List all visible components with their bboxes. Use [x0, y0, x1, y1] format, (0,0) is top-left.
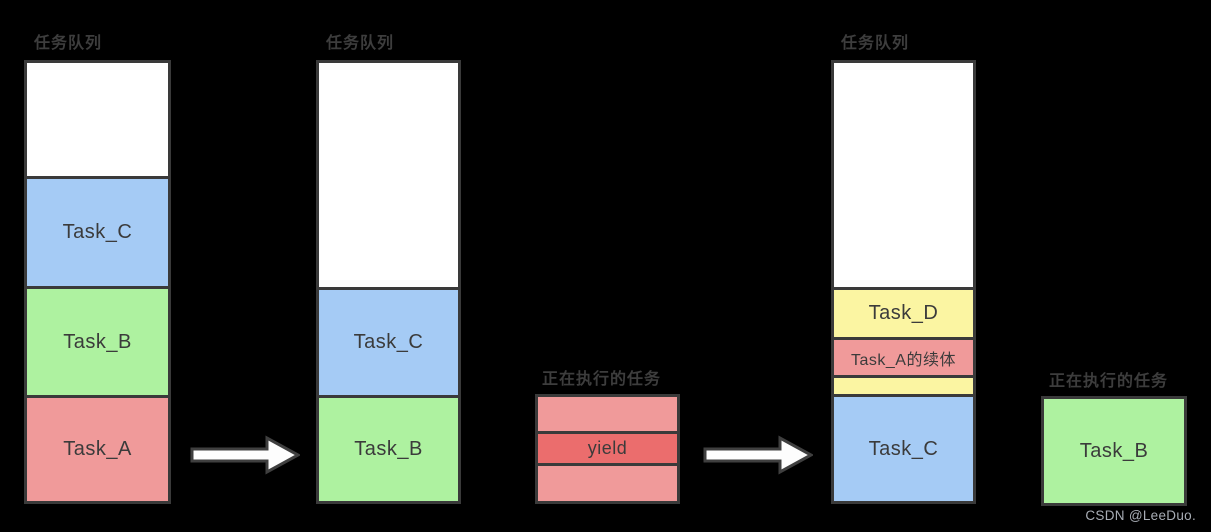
queue-3-task-a-continuation: Task_A的续体 [834, 337, 973, 375]
queue-2-task-b: Task_B [319, 395, 458, 501]
queue-2-task-c: Task_C [319, 287, 458, 395]
queue-2-empty-slot [319, 63, 458, 287]
task-queue-1: Task_C Task_B Task_A [24, 60, 171, 504]
queue-3-task-d: Task_D [834, 287, 973, 337]
executing-task-mid-box: yield [535, 394, 680, 504]
executing-task-b: Task_B [1044, 399, 1184, 503]
queue-1-task-b: Task_B [27, 286, 168, 395]
executing-task-row-top [538, 397, 677, 431]
queue-3-task-c: Task_C [834, 394, 973, 501]
queue-3-empty-slot [834, 63, 973, 287]
arrow-right-icon [703, 435, 813, 475]
task-queue-2: Task_C Task_B [316, 60, 461, 504]
task-queue-3: Task_D Task_A的续体 Task_C [831, 60, 976, 504]
queue-1-empty-slot [27, 63, 168, 176]
queue-3-label: 任务队列 [841, 35, 910, 52]
queue-1-label: 任务队列 [34, 35, 103, 52]
arrow-right-icon [190, 435, 300, 475]
queue-1-task-c: Task_C [27, 176, 168, 286]
queue-3-yellow-spacer [834, 375, 973, 394]
executing-task-mid-label: 正在执行的任务 [542, 371, 662, 388]
queue-2-label: 任务队列 [326, 35, 395, 52]
queue-1-task-a: Task_A [27, 395, 168, 501]
executing-task-right-label: 正在执行的任务 [1049, 373, 1169, 390]
executing-task-row-bottom [538, 463, 677, 501]
executing-task-yield-row: yield [538, 431, 677, 463]
watermark: CSDN @LeeDuo. [1085, 508, 1196, 523]
executing-task-right-box: Task_B [1041, 396, 1187, 506]
